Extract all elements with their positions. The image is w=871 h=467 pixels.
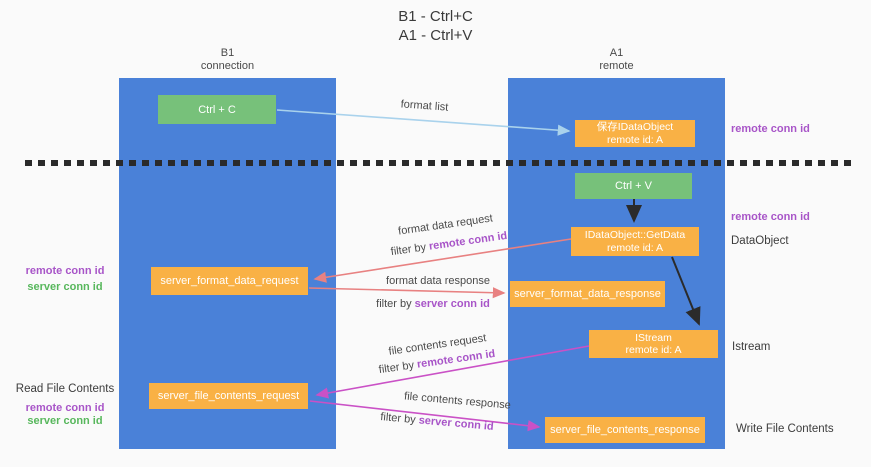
node-server-file-contents-response-label: server_file_contents_response — [550, 424, 700, 436]
left-label-read-file-contents: Read File Contents — [15, 383, 115, 395]
column-b1-name: B1 — [220, 47, 235, 59]
column-a1-subtitle: remote — [599, 60, 634, 72]
server-conn-id-text: server conn id — [418, 414, 495, 433]
node-save-idataobject-line1: 保存IDataObject — [596, 121, 674, 133]
node-server-format-data-request-label: server_format_data_request — [160, 275, 299, 287]
title-line-a1: A1 - Ctrl+V — [398, 27, 473, 44]
node-save-idataobject-line2: remote id: A — [606, 133, 664, 146]
node-server-format-data-response-label: server_format_data_response — [514, 288, 661, 300]
node-server-file-contents-response: server_file_contents_response — [545, 417, 705, 443]
left-label-server-conn-id-1: server conn id — [27, 281, 103, 293]
column-b1-subtitle: connection — [200, 60, 255, 72]
edge-label-format-data-response: format data response — [386, 275, 490, 287]
node-idataobject-getdata-line2: remote id: A — [606, 241, 664, 254]
node-server-file-contents-request-label: server_file_contents_request — [157, 390, 300, 402]
edge-label-format-data-response-filter: filter by server conn id — [373, 298, 493, 310]
right-label-remote-conn-id-mid: remote conn id — [731, 211, 810, 223]
left-label-remote-conn-id-2: remote conn id — [25, 402, 105, 414]
column-a1-name: A1 — [609, 47, 624, 59]
right-label-write-file-contents: Write File Contents — [736, 423, 834, 435]
column-header-b1: B1 connection — [119, 47, 336, 73]
edge-label-file-contents-response: file contents response — [403, 390, 512, 412]
node-ctrl-v: Ctrl + V — [575, 173, 692, 199]
right-label-dataobject: DataObject — [731, 235, 789, 247]
node-idataobject-getdata-line1: IDataObject::GetData — [584, 229, 686, 241]
node-istream-line1: IStream — [635, 331, 672, 344]
filter-by-text: filter by — [379, 411, 420, 427]
edge-label-format-list: format list — [400, 98, 449, 114]
filter-by-text: filter by — [376, 298, 415, 310]
node-save-idataobject: 保存IDataObject remote id: A — [575, 120, 695, 147]
node-ctrl-v-label: Ctrl + V — [615, 180, 652, 192]
server-conn-id-text: server conn id — [414, 298, 490, 310]
node-server-format-data-response: server_format_data_response — [510, 281, 665, 307]
right-label-istream: Istream — [732, 341, 771, 353]
edge-label-file-contents-response-filter: filter by server conn id — [377, 411, 498, 433]
node-ctrl-c: Ctrl + C — [158, 95, 276, 124]
left-label-server-conn-id-2: server conn id — [27, 415, 103, 427]
node-istream-line2: remote id: A — [625, 344, 682, 356]
filter-by-text: filter by — [378, 358, 418, 377]
column-header-a1: A1 remote — [508, 47, 725, 73]
diagram-title: B1 - Ctrl+C A1 - Ctrl+V — [0, 7, 871, 45]
title-line-b1: B1 - Ctrl+C — [398, 8, 473, 25]
node-ctrl-c-label: Ctrl + C — [198, 103, 236, 116]
filter-by-text: filter by — [390, 240, 430, 259]
node-idataobject-getdata: IDataObject::GetData remote id: A — [571, 227, 699, 256]
node-istream: IStream remote id: A — [589, 330, 718, 358]
remote-conn-id-text: remote conn id — [428, 229, 508, 253]
left-label-remote-conn-id-1: remote conn id — [25, 265, 105, 277]
arrow-format-data-response — [308, 287, 506, 299]
node-server-format-data-request: server_format_data_request — [151, 267, 308, 295]
node-server-file-contents-request: server_file_contents_request — [149, 383, 308, 409]
right-label-remote-conn-id-top: remote conn id — [731, 123, 810, 135]
